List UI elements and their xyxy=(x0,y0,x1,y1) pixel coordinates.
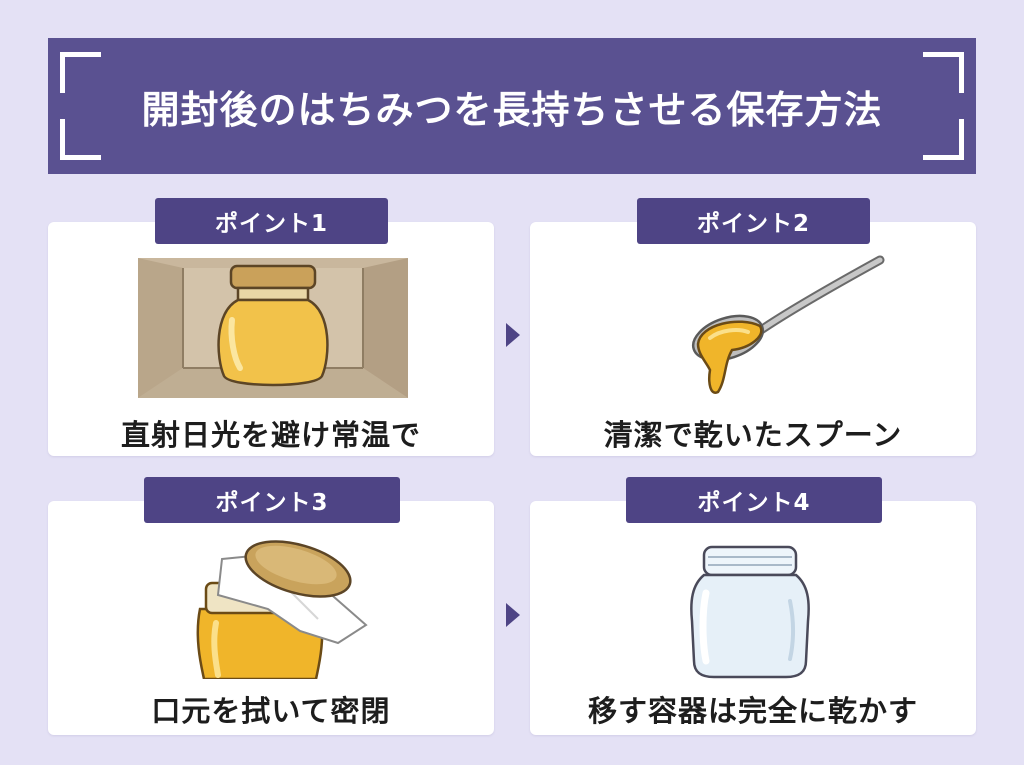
honey-jar-in-dark-corner-icon xyxy=(138,258,408,398)
bracket-corner-bottom-right xyxy=(923,119,964,160)
point-caption-2: 清潔で乾いたスプーン xyxy=(603,418,903,452)
empty-glass-jar-icon xyxy=(690,545,810,679)
arrow-right-icon xyxy=(506,323,520,347)
point-card-4: 移す容器は完全に乾かす xyxy=(530,501,976,735)
spoon-with-honey-icon xyxy=(691,255,885,394)
point-caption-3: 口元を拭いて密閉 xyxy=(151,694,391,728)
point-badge-3: ポイント3 xyxy=(144,477,400,523)
honey-jar-wiping-rim-icon xyxy=(196,540,368,679)
page-title: 開封後のはちみつを長持ちさせる保存方法 xyxy=(141,87,883,132)
point-badge-1: ポイント1 xyxy=(155,198,388,244)
bracket-corner-top-right xyxy=(923,52,964,93)
point-caption-4: 移す容器は完全に乾かす xyxy=(587,694,918,728)
point-badge-4: ポイント4 xyxy=(626,477,882,523)
point-card-1: 直射日光を避け常温で xyxy=(48,222,494,456)
point-caption-1: 直射日光を避け常温で xyxy=(120,418,421,452)
point-badge-2: ポイント2 xyxy=(637,198,870,244)
point-card-3: 口元を拭いて密閉 xyxy=(48,501,494,735)
point-card-2: 清潔で乾いたスプーン xyxy=(530,222,976,456)
arrow-right-icon xyxy=(506,603,520,627)
bracket-corner-top-left xyxy=(60,52,101,93)
title-banner: 開封後のはちみつを長持ちさせる保存方法 xyxy=(48,38,976,174)
bracket-corner-bottom-left xyxy=(60,119,101,160)
